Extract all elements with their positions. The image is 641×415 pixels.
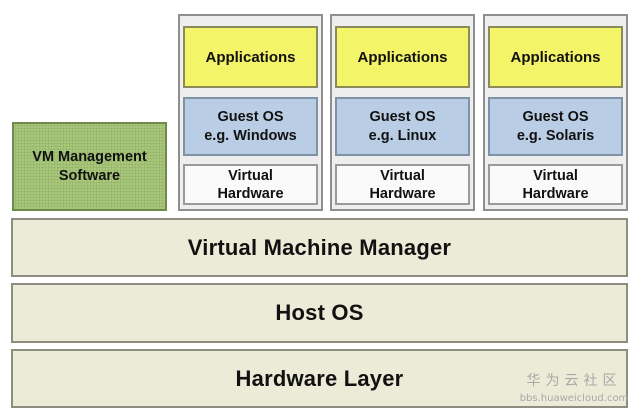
- virtual-hardware-box: Virtual Hardware: [183, 164, 318, 205]
- guest-os-box: Guest OS e.g. Solaris: [488, 97, 623, 156]
- virtual-machine-3: Applications Guest OS e.g. Solaris Virtu…: [483, 14, 628, 211]
- hardware-layer: Hardware Layer: [11, 349, 628, 408]
- virtual-hardware-box: Virtual Hardware: [335, 164, 470, 205]
- watermark-url: bbs.huaweicloud.com: [519, 393, 629, 404]
- virtual-hardware-line2: Hardware: [217, 185, 284, 202]
- virtual-hardware-line1: Virtual: [228, 167, 273, 184]
- vm-management-software-box: VM Management Software: [12, 122, 167, 211]
- watermark-brand: 华为云社区: [526, 373, 622, 389]
- management-label-line2: Software: [58, 167, 121, 184]
- applications-label: Applications: [357, 48, 448, 66]
- guest-os-example: e.g. Linux: [368, 127, 437, 144]
- guest-os-label: Guest OS: [217, 108, 284, 125]
- guest-os-example: e.g. Windows: [204, 127, 297, 144]
- hardware-layer-label: Hardware Layer: [235, 365, 404, 391]
- applications-box: Applications: [488, 26, 623, 88]
- guest-os-label: Guest OS: [369, 108, 436, 125]
- management-label-line1: VM Management: [32, 148, 147, 165]
- virtual-machine-2: Applications Guest OS e.g. Linux Virtual…: [330, 14, 475, 211]
- applications-box: Applications: [335, 26, 470, 88]
- host-os-layer: Host OS: [11, 283, 628, 343]
- virtual-hardware-box: Virtual Hardware: [488, 164, 623, 205]
- virtual-hardware-line2: Hardware: [369, 185, 436, 202]
- vmm-label: Virtual Machine Manager: [187, 234, 452, 260]
- guest-os-example: e.g. Solaris: [516, 127, 595, 144]
- guest-os-box: Guest OS e.g. Linux: [335, 97, 470, 156]
- virtual-hardware-line1: Virtual: [380, 167, 425, 184]
- virtual-machine-manager-layer: Virtual Machine Manager: [11, 218, 628, 277]
- host-os-label: Host OS: [275, 300, 364, 325]
- applications-label: Applications: [205, 48, 296, 66]
- applications-box: Applications: [183, 26, 318, 88]
- guest-os-box: Guest OS e.g. Windows: [183, 97, 318, 156]
- virtual-machine-1: Applications Guest OS e.g. Windows Virtu…: [178, 14, 323, 211]
- applications-label: Applications: [510, 48, 601, 66]
- watermark: 华为云社区 bbs.huaweicloud.com: [512, 370, 636, 404]
- virtual-hardware-line1: Virtual: [533, 167, 578, 184]
- guest-os-label: Guest OS: [522, 108, 589, 125]
- virtual-hardware-line2: Hardware: [522, 185, 589, 202]
